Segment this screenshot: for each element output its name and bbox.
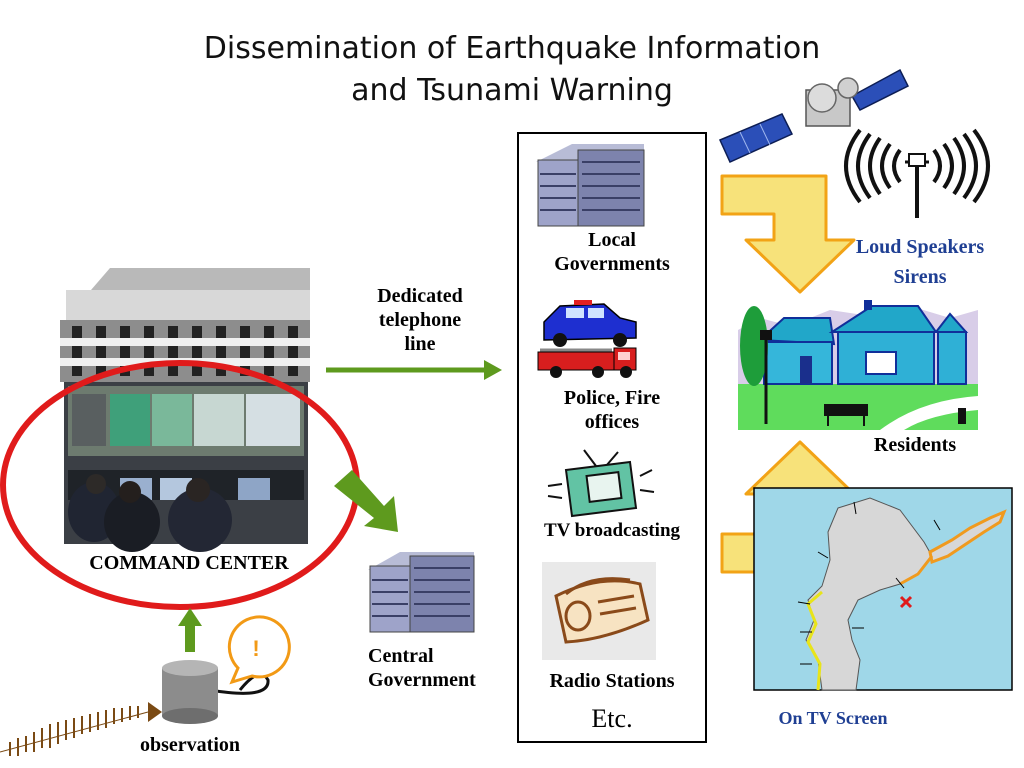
police-fire-label-2: offices bbox=[584, 411, 640, 433]
control-room-photo bbox=[64, 382, 308, 552]
local-government-label: Local Governments bbox=[518, 228, 706, 276]
alert-bubble-icon bbox=[227, 615, 291, 685]
observation-up-arrow bbox=[178, 608, 202, 652]
command-center-label: COMMAND CENTER bbox=[89, 552, 289, 574]
dedicated-line-label-3: line bbox=[404, 333, 436, 355]
etc-label: Etc. bbox=[591, 704, 633, 733]
central-government-building-icon bbox=[368, 552, 475, 633]
page-title-line2: and Tsunami Warning bbox=[351, 73, 673, 108]
local-government-building-icon bbox=[536, 144, 645, 227]
tv-screen-map bbox=[753, 487, 1013, 691]
residents-houses-icon bbox=[738, 300, 978, 430]
dedicated-line-label-2: telephone bbox=[378, 309, 462, 331]
police-car-icon bbox=[543, 300, 637, 347]
television-icon bbox=[547, 449, 655, 518]
central-government-label-2: Government bbox=[368, 669, 476, 691]
dedicated-line-label: Dedicated telephone line bbox=[350, 284, 490, 356]
police-fire-label: Police, Fire offices bbox=[518, 386, 706, 434]
observation-label: observation bbox=[140, 734, 240, 756]
headquarters-building-icon bbox=[60, 268, 310, 382]
speaker-to-residents-arrow bbox=[720, 174, 856, 294]
speakers-label: Loud Speakers Sirens bbox=[830, 232, 1010, 292]
tv-broadcasting-label: TV broadcasting bbox=[543, 520, 681, 541]
central-government-label-1: Central bbox=[368, 645, 434, 667]
radio-icon bbox=[542, 562, 656, 660]
radio-stations-label: Radio Stations bbox=[549, 670, 675, 692]
observation-sensor-icon bbox=[162, 660, 270, 724]
local-government-label-1: Local bbox=[588, 229, 636, 251]
speakers-label-1: Loud Speakers bbox=[855, 236, 985, 258]
dedicated-line-arrow bbox=[326, 360, 502, 380]
fire-engine-icon bbox=[537, 347, 637, 378]
loudspeaker-tower-icon bbox=[844, 128, 990, 218]
alert-mark: ! bbox=[252, 636, 260, 661]
police-fire-label-1: Police, Fire bbox=[563, 387, 661, 409]
local-government-label-2: Governments bbox=[554, 253, 670, 275]
central-government-arrow bbox=[334, 470, 398, 532]
satellite-icon bbox=[718, 68, 910, 163]
page-title-line1: Dissemination of Earthquake Information bbox=[203, 31, 821, 66]
central-government-label: Central Government bbox=[368, 644, 518, 692]
dedicated-line-label-1: Dedicated bbox=[377, 285, 463, 307]
residents-label: Residents bbox=[873, 434, 957, 456]
speakers-label-2: Sirens bbox=[893, 266, 947, 288]
seismic-wave-icon bbox=[0, 702, 162, 756]
tv-screen-label: On TV Screen bbox=[778, 708, 888, 728]
